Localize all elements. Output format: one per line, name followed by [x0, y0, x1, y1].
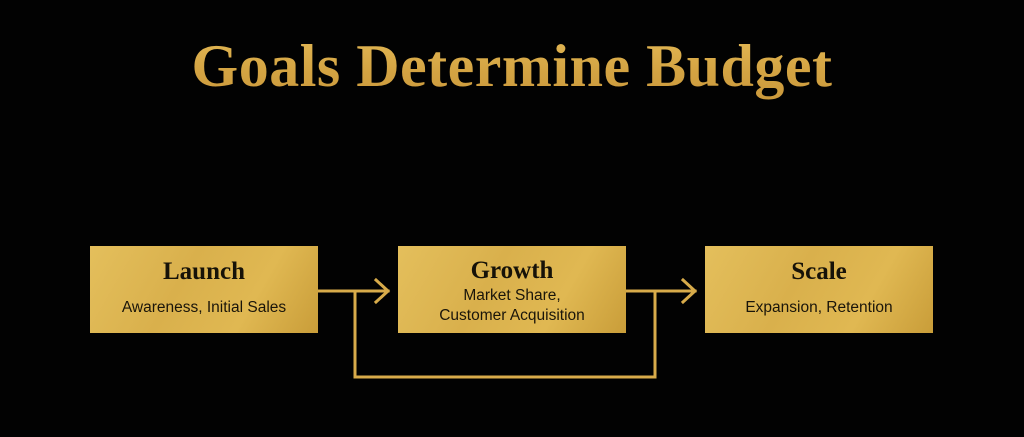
stage-box-scale: Scale Expansion, Retention: [705, 246, 933, 333]
stage-label: Growth: [470, 257, 554, 284]
stage-label: Scale: [791, 258, 847, 285]
stage-description-line1: Market Share,: [463, 287, 561, 304]
arrowhead-icon: [373, 277, 391, 305]
stage-box-launch: Launch Awareness, Initial Sales: [90, 246, 318, 333]
stage-description-line2: Customer Acquisition: [439, 307, 585, 324]
page-title: Goals Determine Budget: [0, 26, 1024, 106]
stage-box-growth: Growth Market Share, Customer Acquisitio…: [398, 246, 626, 333]
feedback-loop-line: [353, 289, 657, 379]
stage-description: Expansion, Retention: [745, 299, 893, 316]
stage-label: Launch: [163, 258, 245, 285]
arrowhead-icon: [680, 277, 698, 305]
stage-description: Awareness, Initial Sales: [121, 299, 287, 316]
